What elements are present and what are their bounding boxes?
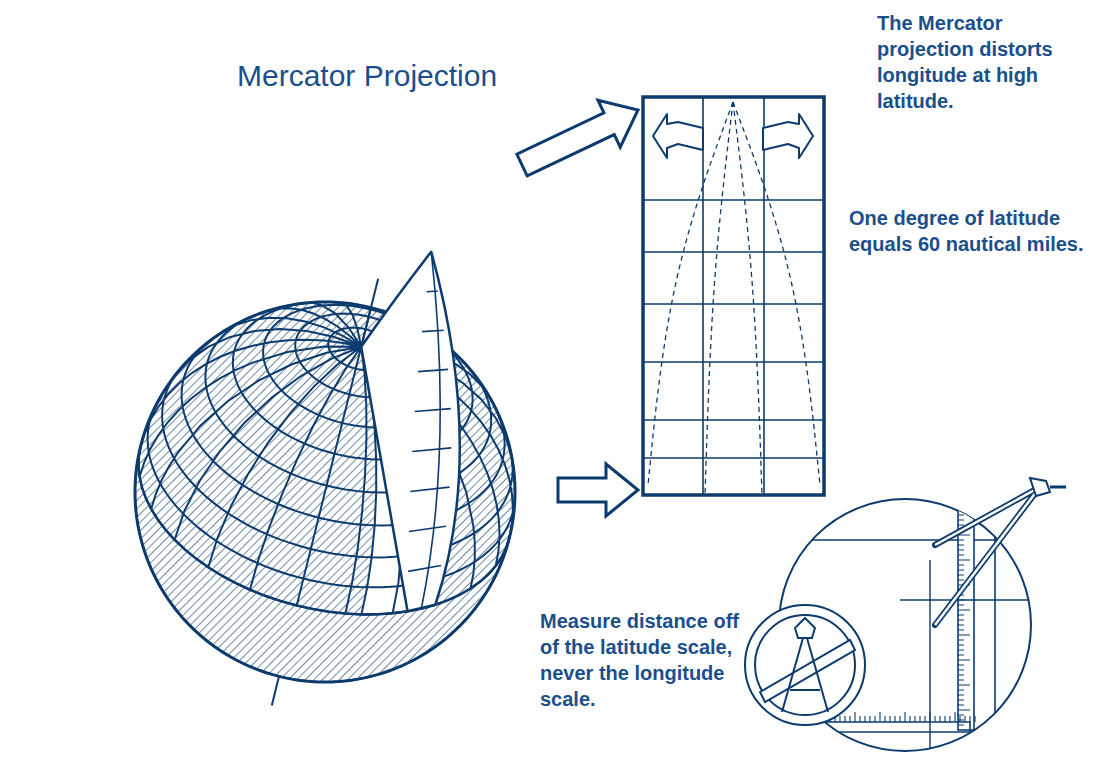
mercator-chart bbox=[643, 97, 824, 495]
diagram-title: Mercator Projection bbox=[237, 58, 497, 94]
callout-note: One degree of latitude equals 60 nautica… bbox=[849, 205, 1084, 257]
callout-note: The Mercator projection distorts longitu… bbox=[877, 10, 1082, 114]
callout-note: Measure distance off of the latitude sca… bbox=[540, 608, 762, 712]
block-arrows bbox=[517, 100, 638, 516]
peeled-gore bbox=[361, 252, 460, 612]
magnifier-detail bbox=[745, 478, 1066, 757]
